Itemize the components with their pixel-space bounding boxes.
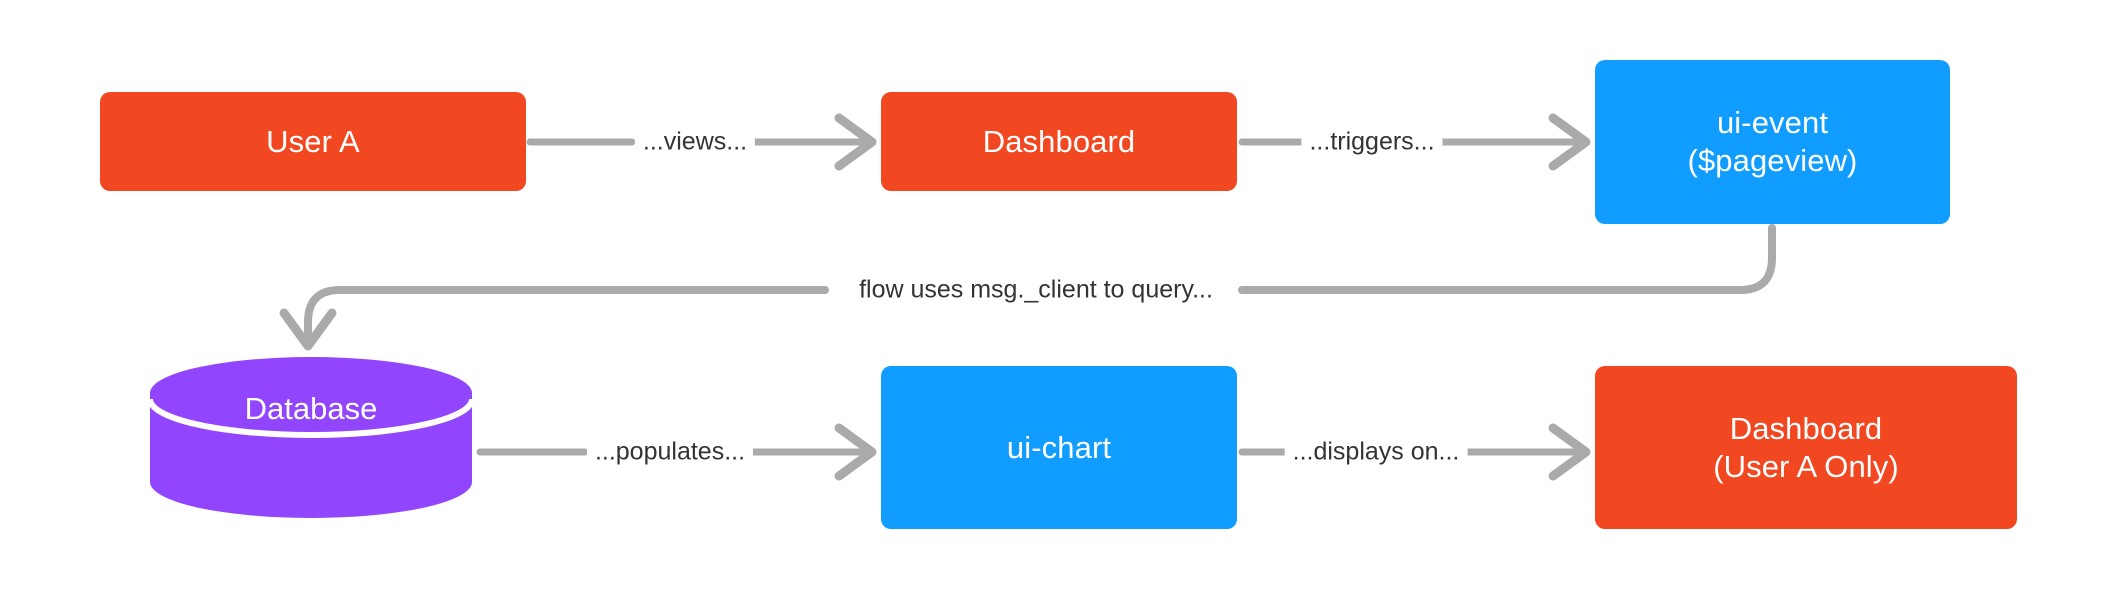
node-dashboard-bottom-label: Dashboard <box>1729 410 1883 446</box>
edge-label-triggers: ...triggers... <box>1301 127 1443 157</box>
node-dashboard-bottom[interactable]: Dashboard (User A Only) <box>1595 366 2017 529</box>
arrowhead-icon <box>279 308 337 351</box>
edge-label-query: flow uses msg._client to query... <box>851 275 1221 305</box>
arrowhead-icon <box>834 113 877 171</box>
arrowhead-icon <box>1548 423 1591 481</box>
arrowhead-icon <box>834 423 877 481</box>
node-dashboard-top[interactable]: Dashboard <box>881 92 1237 191</box>
node-dashboard-bottom-sublabel: (User A Only) <box>1713 448 1899 484</box>
node-ui-event[interactable]: ui-event ($pageview) <box>1595 60 1950 224</box>
node-dashboard-top-label: Dashboard <box>982 123 1136 159</box>
node-ui-event-label: ui-event <box>1716 105 1829 141</box>
arrowhead-icon <box>1548 113 1591 171</box>
node-user-a[interactable]: User A <box>100 92 526 191</box>
node-ui-event-sublabel: ($pageview) <box>1687 143 1858 178</box>
node-ui-chart[interactable]: ui-chart <box>881 366 1237 529</box>
node-ui-chart-label: ui-chart <box>1006 429 1112 465</box>
edge-label-views: ...views... <box>634 127 756 157</box>
edge-label-populates: ...populates... <box>586 437 754 467</box>
edge-label-displays-on: ...displays on... <box>1284 437 1468 467</box>
database-cylinder-icon <box>148 357 474 518</box>
node-database[interactable]: Database <box>148 355 474 520</box>
node-user-a-label: User A <box>266 123 360 159</box>
